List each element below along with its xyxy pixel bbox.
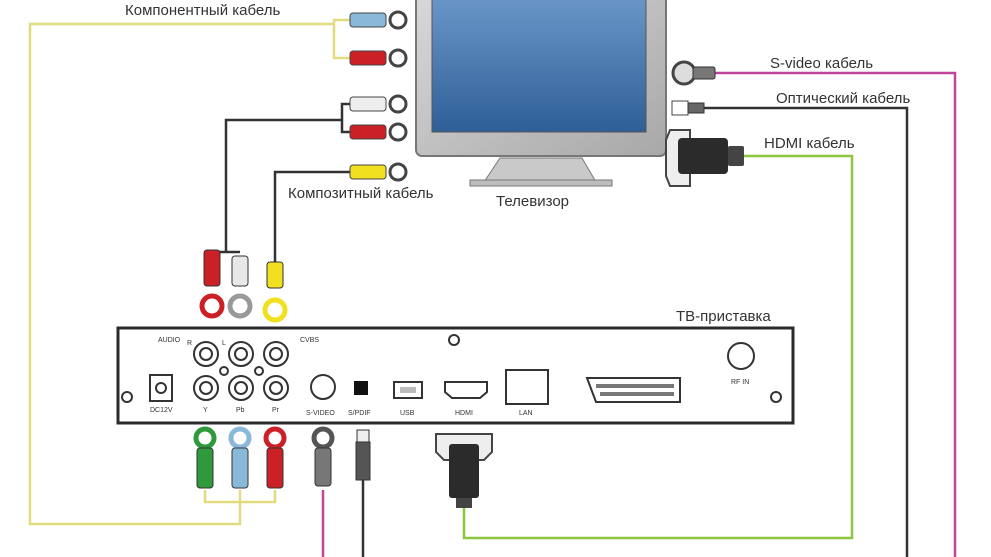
stb-label: ТВ-приставка [676, 308, 771, 325]
lan-port-label: LAN [519, 410, 533, 417]
pb-port-label: Pb [236, 407, 245, 414]
cvbs-port-label: CVBS [300, 337, 319, 344]
y-port-label: Y [203, 407, 208, 414]
hdmi-wire [462, 154, 854, 540]
svideo-cable-label: S-video кабель [770, 55, 873, 72]
set-top-box [116, 326, 795, 425]
svideo-port-label: S-VIDEO [306, 410, 335, 417]
stb-svideo-plug [311, 426, 335, 487]
svideo-port [310, 374, 336, 400]
composite-cable-label: Композитный кабель [288, 185, 434, 202]
hdmi-port-label: HDMI [455, 410, 473, 417]
optical-cable-label: Оптический кабель [776, 90, 910, 107]
stb-body [116, 326, 795, 425]
rfin-port-label: RF IN [731, 379, 749, 386]
svideo-wire [321, 71, 957, 557]
hdmi-port [444, 381, 488, 399]
tv-composite-jacks [349, 94, 408, 182]
tv-hdmi-plug [665, 129, 744, 187]
wires [28, 18, 957, 557]
tv-optical-plug [671, 100, 705, 116]
optical-wire [361, 106, 909, 557]
audio-r-label: R [187, 340, 192, 347]
tv-svideo-plug [671, 60, 716, 86]
spdif-port [354, 381, 368, 395]
stb-component-plugs [193, 426, 287, 489]
component-wire [28, 18, 352, 526]
spdif-port-label: S/PDIF [348, 410, 371, 417]
audio-port-label: AUDIO [158, 337, 181, 344]
usb-port-label: USB [400, 410, 415, 417]
component-cable-label: Компонентный кабель [125, 2, 281, 19]
composite-wire [212, 102, 352, 262]
rf-in-port [727, 342, 755, 370]
rca-jack-cluster [193, 341, 289, 401]
pr-port-label: Pr [272, 407, 280, 414]
tv [415, 0, 667, 187]
tv-screen [431, 0, 647, 133]
stb-hdmi-plug [435, 433, 493, 508]
hdmi-cable-label: HDMI кабель [764, 135, 855, 152]
tv-stand [483, 157, 597, 183]
stb-composite-plugs [199, 249, 288, 323]
tv-label: Телевизор [496, 193, 569, 210]
dc-port-label: DC12V [150, 407, 173, 414]
tv-component-jacks [349, 10, 408, 68]
lan-port [505, 369, 549, 405]
stb-optical-plug [355, 429, 371, 481]
audio-l-label: L [222, 340, 226, 347]
scart-port [585, 377, 681, 403]
dc-port [149, 374, 173, 402]
